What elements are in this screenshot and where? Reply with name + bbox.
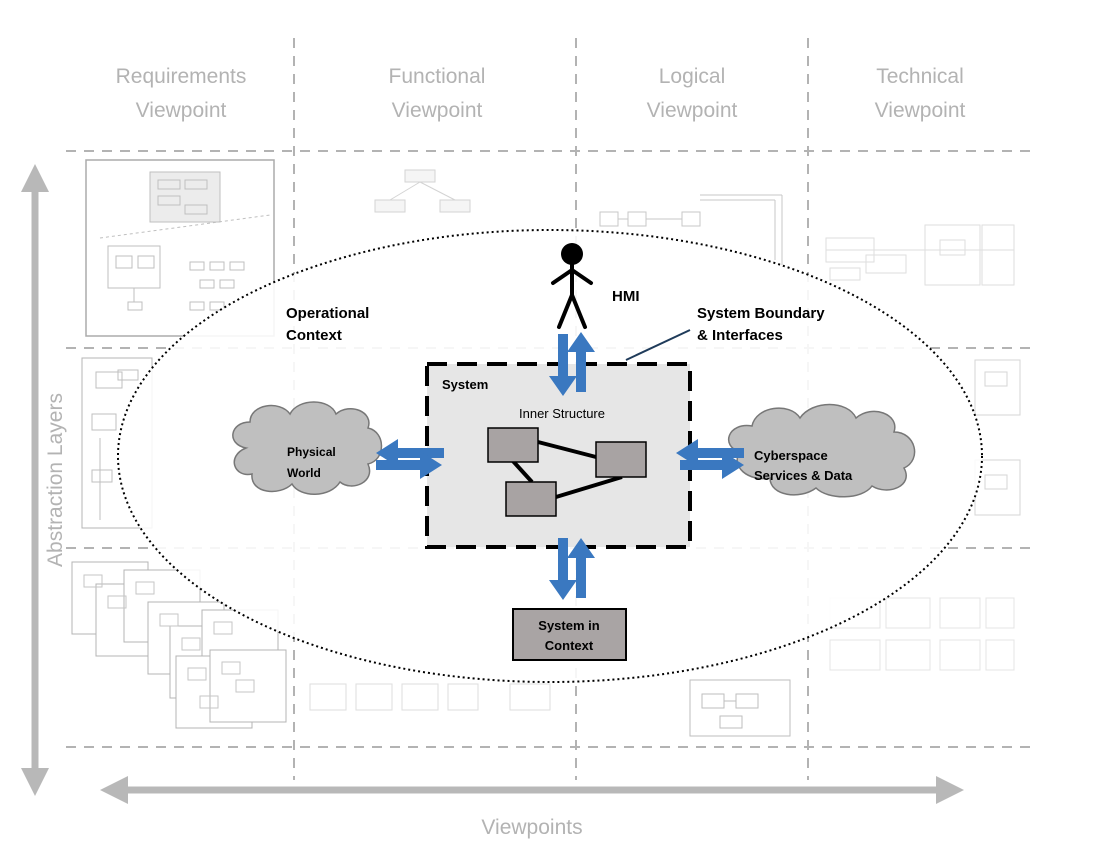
- inner-structure: [487, 427, 647, 517]
- arrow-context-up: [567, 538, 595, 598]
- arrow-cyber-right: [680, 451, 744, 479]
- thumbnail-technical-1: [825, 224, 1015, 286]
- hmi-user-icon: [551, 243, 593, 329]
- component-box-2: [595, 441, 647, 478]
- component-box-1: [487, 427, 539, 463]
- viewpoints-axis-label: Viewpoints: [481, 816, 582, 839]
- arrow-hmi-down: [549, 334, 577, 396]
- hmi-label: HMI: [612, 288, 640, 305]
- system-in-context-label-line1: System in: [538, 618, 599, 633]
- viewpoint-headers: Requirements Viewpoint Functional Viewpo…: [116, 65, 966, 122]
- viewpoint-technical-line1: Technical: [876, 65, 964, 88]
- thumbnail-logical-3: [689, 679, 791, 737]
- component-box-3: [505, 481, 557, 517]
- thumbnail-requirements-1: [85, 159, 275, 337]
- operational-context-label-line2: Context: [286, 327, 342, 344]
- physical-world-cloud: Physical World: [232, 401, 383, 495]
- viewpoint-requirements-line1: Requirements: [116, 65, 247, 88]
- inner-structure-label: Inner Structure: [519, 406, 605, 421]
- component-link-1: [537, 440, 597, 459]
- system-label: System: [442, 377, 488, 392]
- physical-world-label-line1: Physical: [287, 445, 336, 459]
- system-boundary-label-line1: System Boundary: [697, 305, 825, 322]
- cyberspace-label-line2: Services & Data: [754, 468, 853, 483]
- thumbnail-functional-3: [309, 683, 551, 711]
- viewpoint-functional-line2: Viewpoint: [392, 99, 483, 122]
- arrow-hmi-up: [567, 332, 595, 392]
- component-link-3: [555, 475, 623, 499]
- abstraction-axis-label: Abstraction Layers: [44, 393, 67, 567]
- viewpoints-axis: Viewpoints: [100, 776, 964, 839]
- abstraction-axis: Abstraction Layers: [20, 164, 67, 796]
- viewpoint-requirements-line2: Viewpoint: [136, 99, 227, 122]
- interface-arrows: [376, 332, 744, 600]
- viewpoint-functional-line1: Functional: [389, 65, 486, 88]
- thumbnail-technical-3: [829, 597, 1015, 671]
- system-in-context-box: [512, 608, 627, 661]
- arrow-physical-right: [376, 451, 442, 479]
- system-boundary-label-line2: & Interfaces: [697, 327, 783, 344]
- arrow-context-down: [549, 538, 577, 600]
- operational-context-label-line1: Operational: [286, 305, 369, 322]
- component-link-2: [510, 458, 534, 484]
- cyberspace-cloud: Cyberspace Services & Data: [728, 403, 916, 498]
- thumbnail-technical-2: [974, 359, 1021, 516]
- viewpoint-logical-line2: Viewpoint: [647, 99, 738, 122]
- physical-world-label-line2: World: [287, 466, 321, 480]
- cyberspace-label-line1: Cyberspace: [754, 448, 828, 463]
- thumbnail-logical-1: [599, 194, 783, 265]
- system-boundary-leader-line: [625, 329, 691, 361]
- viewpoint-logical-line1: Logical: [659, 65, 726, 88]
- system-in-context-label-line2: Context: [545, 638, 594, 653]
- viewpoint-technical-line2: Viewpoint: [875, 99, 966, 122]
- thumbnail-functional-1: [374, 169, 471, 213]
